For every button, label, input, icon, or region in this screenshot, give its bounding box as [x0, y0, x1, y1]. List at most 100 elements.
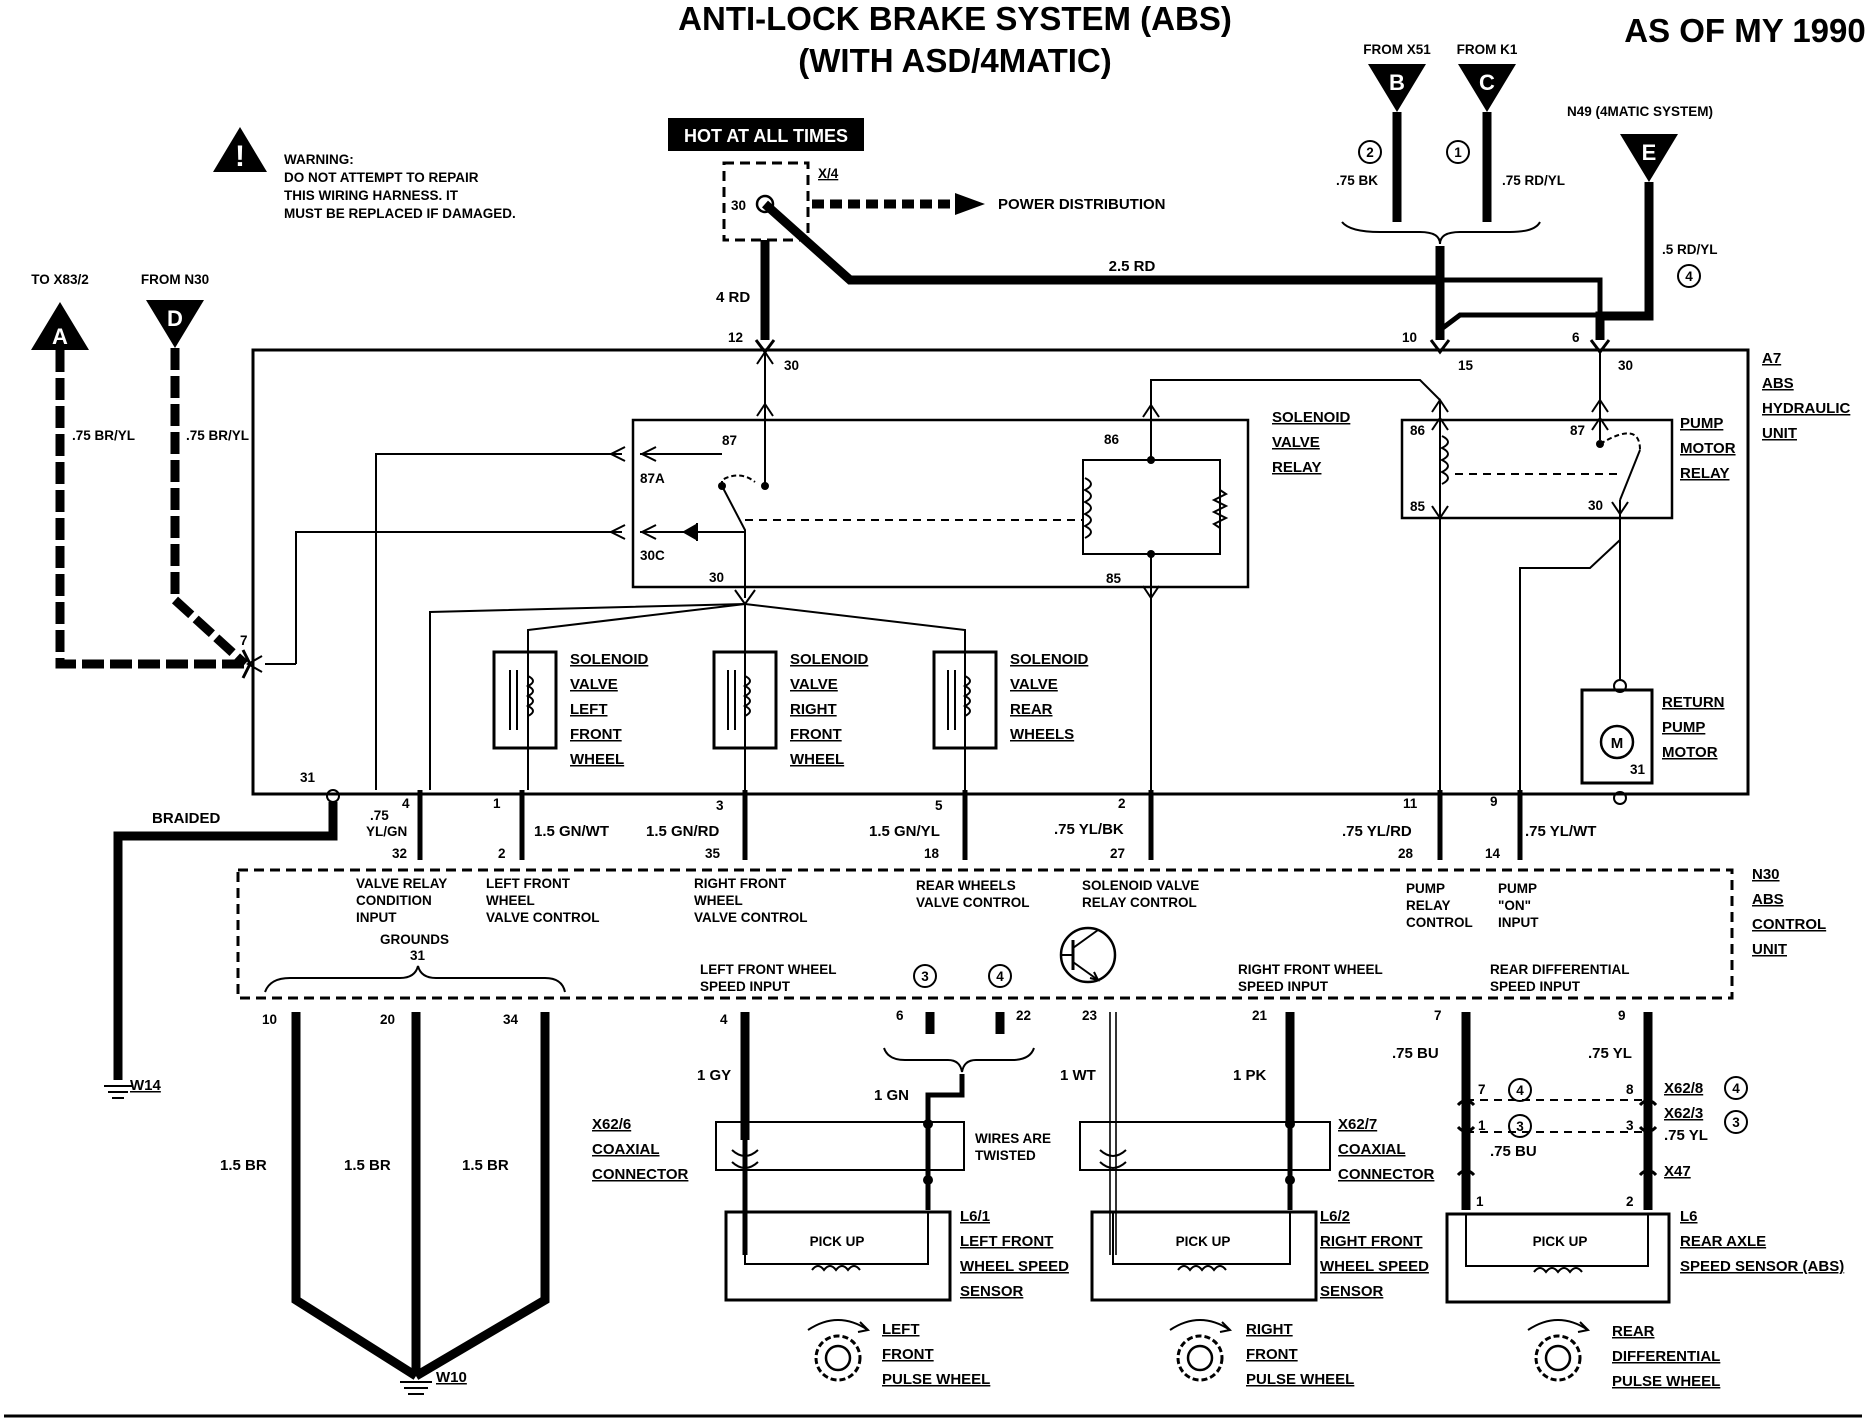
svg-text:VALVE CONTROL: VALVE CONTROL [694, 910, 808, 925]
svg-text:3: 3 [1516, 1119, 1524, 1134]
svg-text:ABS: ABS [1752, 891, 1784, 908]
svg-text:31: 31 [410, 948, 426, 963]
svg-text:.75 YL: .75 YL [1588, 1045, 1632, 1062]
svg-text:18: 18 [924, 846, 940, 861]
svg-text:6: 6 [896, 1008, 904, 1023]
svg-text:SPEED INPUT: SPEED INPUT [1490, 979, 1581, 994]
svg-text:4: 4 [720, 1012, 728, 1027]
svg-text:DIFFERENTIAL: DIFFERENTIAL [1612, 1348, 1720, 1365]
svg-text:34: 34 [503, 1012, 519, 1027]
svg-text:23: 23 [1082, 1008, 1098, 1023]
svg-text:SOLENOID: SOLENOID [790, 651, 869, 668]
svg-text:SOLENOID: SOLENOID [1010, 651, 1089, 668]
svg-text:87A: 87A [640, 471, 665, 486]
warning-note: ! WARNING: DO NOT ATTEMPT TO REPAIR THIS… [213, 127, 516, 221]
svg-text:8: 8 [1626, 1082, 1634, 1097]
svg-text:TWISTED: TWISTED [975, 1148, 1036, 1163]
svg-text:4: 4 [402, 796, 410, 811]
svg-text:RETURN: RETURN [1662, 694, 1725, 711]
valve-right-front: SOLENOID VALVE RIGHT FRONT WHEEL [712, 650, 869, 768]
svg-text:WHEEL: WHEEL [486, 893, 535, 908]
svg-text:4: 4 [1685, 269, 1693, 284]
w10-ground-icon [400, 1381, 432, 1395]
rear-axle-sensor [1445, 1212, 1671, 1304]
svg-text:9: 9 [1490, 794, 1498, 809]
a7-hydraulic-unit: A7 ABS HYDRAULIC UNIT 12 10 6 30 15 30 S… [240, 330, 1850, 813]
svg-text:.75: .75 [370, 808, 389, 823]
hot-label-box [668, 118, 864, 151]
svg-text:CONDITION: CONDITION [356, 893, 432, 908]
svg-text:PICK UP: PICK UP [1533, 1234, 1588, 1249]
svg-text:2: 2 [1626, 1194, 1634, 1209]
svg-text:1: 1 [1454, 145, 1462, 160]
svg-text:12: 12 [728, 330, 743, 345]
svg-text:PUMP: PUMP [1498, 881, 1537, 896]
svg-text:N49 (4MATIC SYSTEM): N49 (4MATIC SYSTEM) [1567, 104, 1713, 119]
title-line-1: ANTI-LOCK BRAKE SYSTEM (ABS) [678, 0, 1232, 37]
svg-text:WHEEL: WHEEL [570, 751, 624, 768]
valve-left-front: SOLENOID VALVE LEFT FRONT WHEEL [492, 650, 649, 768]
svg-text:1.5 GN/YL: 1.5 GN/YL [869, 823, 940, 840]
svg-text:B: B [1389, 70, 1405, 95]
svg-text:.75 BU: .75 BU [1490, 1143, 1537, 1160]
svg-text:22: 22 [1016, 1008, 1031, 1023]
svg-text:RIGHT FRONT WHEEL: RIGHT FRONT WHEEL [1238, 962, 1383, 977]
svg-text:L6/2: L6/2 [1320, 1208, 1350, 1225]
svg-text:14: 14 [1485, 846, 1501, 861]
svg-text:PICK UP: PICK UP [1176, 1234, 1231, 1249]
svg-text:REAR: REAR [1612, 1323, 1655, 1340]
svg-text:30: 30 [1618, 358, 1633, 373]
svg-text:A7: A7 [1762, 350, 1781, 367]
svg-text:4 RD: 4 RD [716, 289, 750, 306]
svg-text:WHEEL SPEED: WHEEL SPEED [960, 1258, 1069, 1275]
svg-text:INPUT: INPUT [356, 910, 397, 925]
svg-text:6: 6 [1572, 330, 1580, 345]
svg-text:.75 YL/WT: .75 YL/WT [1525, 823, 1596, 840]
svg-text:3: 3 [921, 969, 929, 984]
x4-pin-30: 30 [731, 198, 746, 213]
svg-text:WIRES ARE: WIRES ARE [975, 1131, 1051, 1146]
svg-text:RELAY: RELAY [1272, 459, 1321, 476]
svg-text:LEFT FRONT: LEFT FRONT [486, 876, 571, 891]
svg-text:.75 BK: .75 BK [1336, 173, 1378, 188]
svg-text:30: 30 [709, 570, 724, 585]
svg-text:WHEELS: WHEELS [1010, 726, 1074, 743]
svg-text:C: C [1479, 70, 1495, 95]
svg-text:1: 1 [1478, 1118, 1486, 1133]
svg-text:1: 1 [1476, 1194, 1484, 1209]
svg-text:PULSE WHEEL: PULSE WHEEL [1246, 1371, 1354, 1388]
connector-d: FROM N30 D .75 BR/YL [141, 272, 249, 443]
svg-text:VALVE: VALVE [1272, 434, 1320, 451]
svg-text:VALVE CONTROL: VALVE CONTROL [916, 895, 1030, 910]
svg-text:32: 32 [392, 846, 407, 861]
svg-text:X47: X47 [1664, 1163, 1691, 1180]
svg-text:A: A [52, 324, 68, 349]
svg-text:2: 2 [1366, 145, 1374, 160]
svg-text:SOLENOID: SOLENOID [570, 651, 649, 668]
svg-text:CONNECTOR: CONNECTOR [592, 1166, 689, 1183]
svg-text:4: 4 [1516, 1083, 1524, 1098]
svg-text:COAXIAL: COAXIAL [592, 1141, 660, 1158]
svg-text:COAXIAL: COAXIAL [1338, 1141, 1406, 1158]
svg-text:FROM N30: FROM N30 [141, 272, 209, 287]
svg-text:PULSE WHEEL: PULSE WHEEL [1612, 1373, 1720, 1390]
n30-abs-control-unit: N30 ABS CONTROL UNIT 32 2 35 18 27 28 14… [236, 846, 1826, 1000]
svg-text:W10: W10 [436, 1369, 467, 1386]
svg-text:2: 2 [498, 846, 506, 861]
power-distribution-label: POWER DISTRIBUTION [998, 196, 1166, 213]
svg-text:1.5 BR: 1.5 BR [344, 1157, 391, 1174]
svg-text:X62/3: X62/3 [1664, 1105, 1703, 1122]
svg-text:LEFT: LEFT [882, 1321, 920, 1338]
svg-text:1 PK: 1 PK [1233, 1067, 1267, 1084]
svg-text:FROM K1: FROM K1 [1457, 42, 1518, 57]
rear-differential-pulse-wheel-icon [1527, 1319, 1591, 1382]
svg-text:21: 21 [1252, 1008, 1268, 1023]
svg-text:UNIT: UNIT [1762, 425, 1797, 442]
svg-text:CONTROL: CONTROL [1406, 915, 1473, 930]
svg-text:1 GY: 1 GY [697, 1067, 731, 1084]
svg-text:FRONT: FRONT [882, 1346, 934, 1363]
svg-text:VALVE: VALVE [570, 676, 618, 693]
svg-text:BRAIDED: BRAIDED [152, 810, 221, 827]
connector-b: FROM X51 B 2 .75 BK [1336, 42, 1431, 222]
svg-text:ABS: ABS [1762, 375, 1794, 392]
